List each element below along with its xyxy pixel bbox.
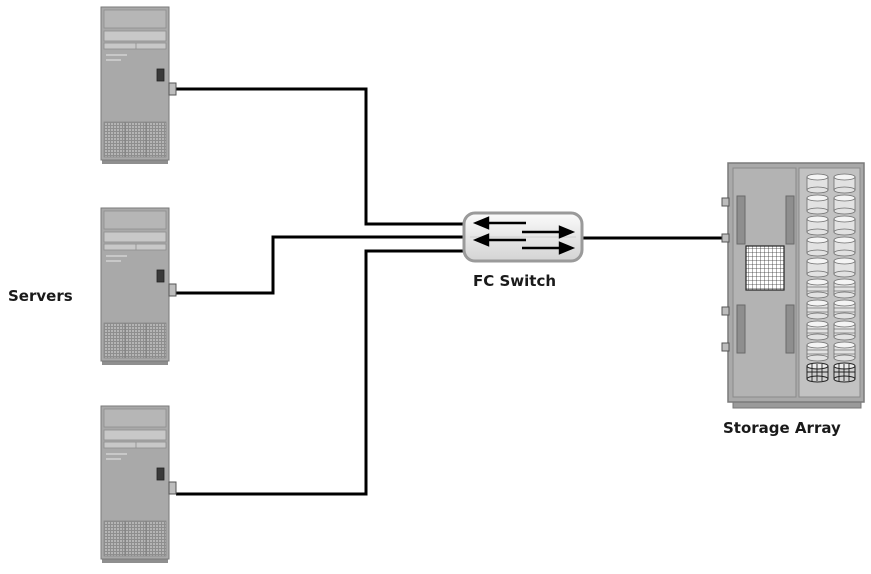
- server-hba-port: [169, 482, 176, 494]
- power-button-icon: [157, 69, 164, 81]
- server-top-bay: [104, 409, 166, 427]
- controller-slot: [737, 305, 745, 353]
- storage-port-bottom: [722, 343, 729, 351]
- disk-drive-icon: [807, 342, 828, 361]
- servers-group: [101, 7, 176, 563]
- link-server-3-switch: [176, 251, 465, 494]
- storage-array[interactable]: [722, 163, 864, 408]
- disk-drive-icon: [807, 195, 828, 214]
- storage-label: Storage Array: [723, 419, 841, 437]
- disk-drive-icon: [834, 300, 855, 319]
- disk-drive-icon: [807, 237, 828, 256]
- disk-drive-icon: [807, 174, 828, 193]
- disk-drive-icon: [834, 279, 855, 298]
- disk-drive-icon: [834, 342, 855, 361]
- disk-drive-icon: [834, 195, 855, 214]
- power-button-icon: [157, 270, 164, 282]
- cache-grid-icon: [746, 246, 784, 290]
- disk-drive-icon: [834, 363, 855, 382]
- server-top-bay: [104, 10, 166, 28]
- disk-drive-icon: [807, 363, 828, 382]
- server-base: [102, 559, 168, 563]
- server-base: [102, 361, 168, 365]
- server-vent: [104, 122, 166, 157]
- disk-drive-icon: [834, 321, 855, 340]
- server-drive-bay: [104, 232, 166, 242]
- server-vent: [104, 323, 166, 358]
- controller-slot: [786, 196, 794, 244]
- disk-drive-icon: [807, 279, 828, 298]
- switch-label: FC Switch: [473, 272, 556, 290]
- server-tower[interactable]: [101, 7, 176, 164]
- controller-slot: [737, 196, 745, 244]
- storage-port-main: [722, 234, 729, 242]
- server-vent: [104, 521, 166, 556]
- disk-drive-icon: [834, 174, 855, 193]
- link-server-1-switch: [176, 89, 465, 224]
- disk-drive-icon: [807, 216, 828, 235]
- disk-drive-icon: [834, 216, 855, 235]
- disk-drive-icon: [834, 258, 855, 277]
- disk-drive-icon: [807, 321, 828, 340]
- server-tower[interactable]: [101, 208, 176, 365]
- server-hba-port: [169, 83, 176, 95]
- disk-drive-icon: [807, 258, 828, 277]
- storage-port-top: [722, 198, 729, 206]
- fc-switch[interactable]: [464, 213, 582, 261]
- disk-drive-icon: [807, 300, 828, 319]
- server-drive-bay: [104, 442, 166, 448]
- link-server-2-switch: [176, 237, 465, 293]
- server-drive-bay: [104, 430, 166, 440]
- server-base: [102, 160, 168, 164]
- server-drive-bay: [104, 31, 166, 41]
- storage-port-lower: [722, 307, 729, 315]
- disk-drive-icon: [834, 237, 855, 256]
- servers-label: Servers: [8, 287, 73, 305]
- server-top-bay: [104, 211, 166, 229]
- power-button-icon: [157, 468, 164, 480]
- links: [176, 89, 726, 494]
- server-tower[interactable]: [101, 406, 176, 563]
- server-drive-bay: [104, 244, 166, 250]
- controller-slot: [786, 305, 794, 353]
- server-drive-bay: [104, 43, 166, 49]
- server-hba-port: [169, 284, 176, 296]
